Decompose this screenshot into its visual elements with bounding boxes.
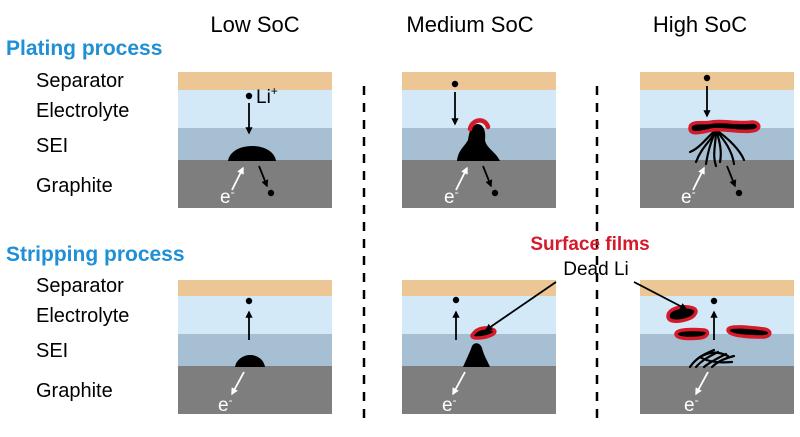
panel-plating-high: e- xyxy=(640,72,794,208)
electron-label: e- xyxy=(681,185,696,208)
li-in-graphite-dot xyxy=(491,189,499,197)
li-ion-dot xyxy=(451,80,459,88)
electron-label: e- xyxy=(220,185,235,208)
electron-arrow xyxy=(452,371,466,396)
lithium-deposit xyxy=(228,146,276,161)
separator-layer xyxy=(640,72,794,90)
graphite-layer xyxy=(402,160,556,208)
separator-layer xyxy=(640,280,794,296)
column-title-high-soc: High SoC xyxy=(653,12,747,37)
lithium-deposit xyxy=(235,355,265,367)
li-diffusion-arrow xyxy=(482,165,493,188)
separator-layer xyxy=(402,72,556,90)
electron-arrow xyxy=(695,371,709,396)
panel-plating-low: Li+ e- xyxy=(178,72,332,208)
li-diffusion-arrow xyxy=(258,165,269,188)
electron-label: e- xyxy=(444,185,459,208)
electron-label: e- xyxy=(684,393,699,416)
panel-stripping-medium: e- xyxy=(402,280,556,416)
li-ion-label: Li+ xyxy=(256,84,278,108)
li-ion-dot xyxy=(245,92,253,100)
electrolyte-layer xyxy=(178,90,332,128)
label-electrolyte-bottom: Electrolyte xyxy=(36,305,129,327)
column-title-medium-soc: Medium SoC xyxy=(406,12,533,37)
column-title-low-soc: Low SoC xyxy=(210,12,299,37)
dead-li-callout: Dead Li xyxy=(563,259,629,280)
label-separator-bottom: Separator xyxy=(36,275,124,297)
dead-li-film xyxy=(470,326,497,340)
graphite-layer xyxy=(640,366,794,414)
graphite-layer xyxy=(640,160,794,208)
graphite-layer xyxy=(402,366,556,414)
label-sei-top: SEI xyxy=(36,135,68,157)
electrolyte-layer xyxy=(178,296,332,334)
electron-label: e- xyxy=(218,393,233,416)
label-separator-top: Separator xyxy=(36,70,124,92)
sei-layer xyxy=(640,334,794,366)
surface-film xyxy=(467,118,491,132)
surface-film-layer xyxy=(688,119,761,135)
li-in-graphite-dot xyxy=(735,189,743,197)
li-ion-dot xyxy=(710,297,718,305)
dead-li-film-right xyxy=(726,325,772,339)
separator-layer xyxy=(178,72,332,90)
section-title-plating: Plating process xyxy=(6,37,162,60)
li-ion-dot xyxy=(245,297,253,305)
label-electrolyte-top: Electrolyte xyxy=(36,100,129,122)
lithium-remnant xyxy=(463,343,490,367)
separator-layer xyxy=(178,280,332,296)
dead-li-film-left xyxy=(666,305,698,323)
label-sei-bottom: SEI xyxy=(36,340,68,362)
surface-films-callout: Surface films xyxy=(530,234,649,255)
panel-plating-medium: e- xyxy=(402,72,556,208)
lithium-remnant-roots xyxy=(688,348,736,369)
label-graphite-top: Graphite xyxy=(36,175,113,197)
lithium-dendrite-roots xyxy=(688,128,746,168)
graphite-layer xyxy=(178,160,332,208)
li-ion-dot xyxy=(452,296,460,304)
electron-arrow xyxy=(692,166,705,191)
electron-arrow xyxy=(455,166,468,191)
lithium-dendrite xyxy=(457,124,500,161)
section-title-stripping: Stripping process xyxy=(6,243,185,266)
li-ion-dot xyxy=(703,74,711,82)
panel-stripping-low: e- xyxy=(178,280,332,416)
dead-li-film-middle xyxy=(674,327,710,341)
label-graphite-bottom: Graphite xyxy=(36,380,113,402)
graphite-layer xyxy=(178,366,332,414)
electron-label: e- xyxy=(442,393,457,416)
panel-stripping-high: e- xyxy=(640,280,794,416)
electron-arrow xyxy=(231,166,244,191)
li-diffusion-arrow xyxy=(726,165,737,188)
li-in-graphite-dot xyxy=(267,189,275,197)
electron-arrow xyxy=(231,371,245,396)
dead-li-pointer-medium xyxy=(484,281,557,331)
separator-layer xyxy=(402,280,556,296)
dead-li-pointer-high xyxy=(633,281,688,310)
